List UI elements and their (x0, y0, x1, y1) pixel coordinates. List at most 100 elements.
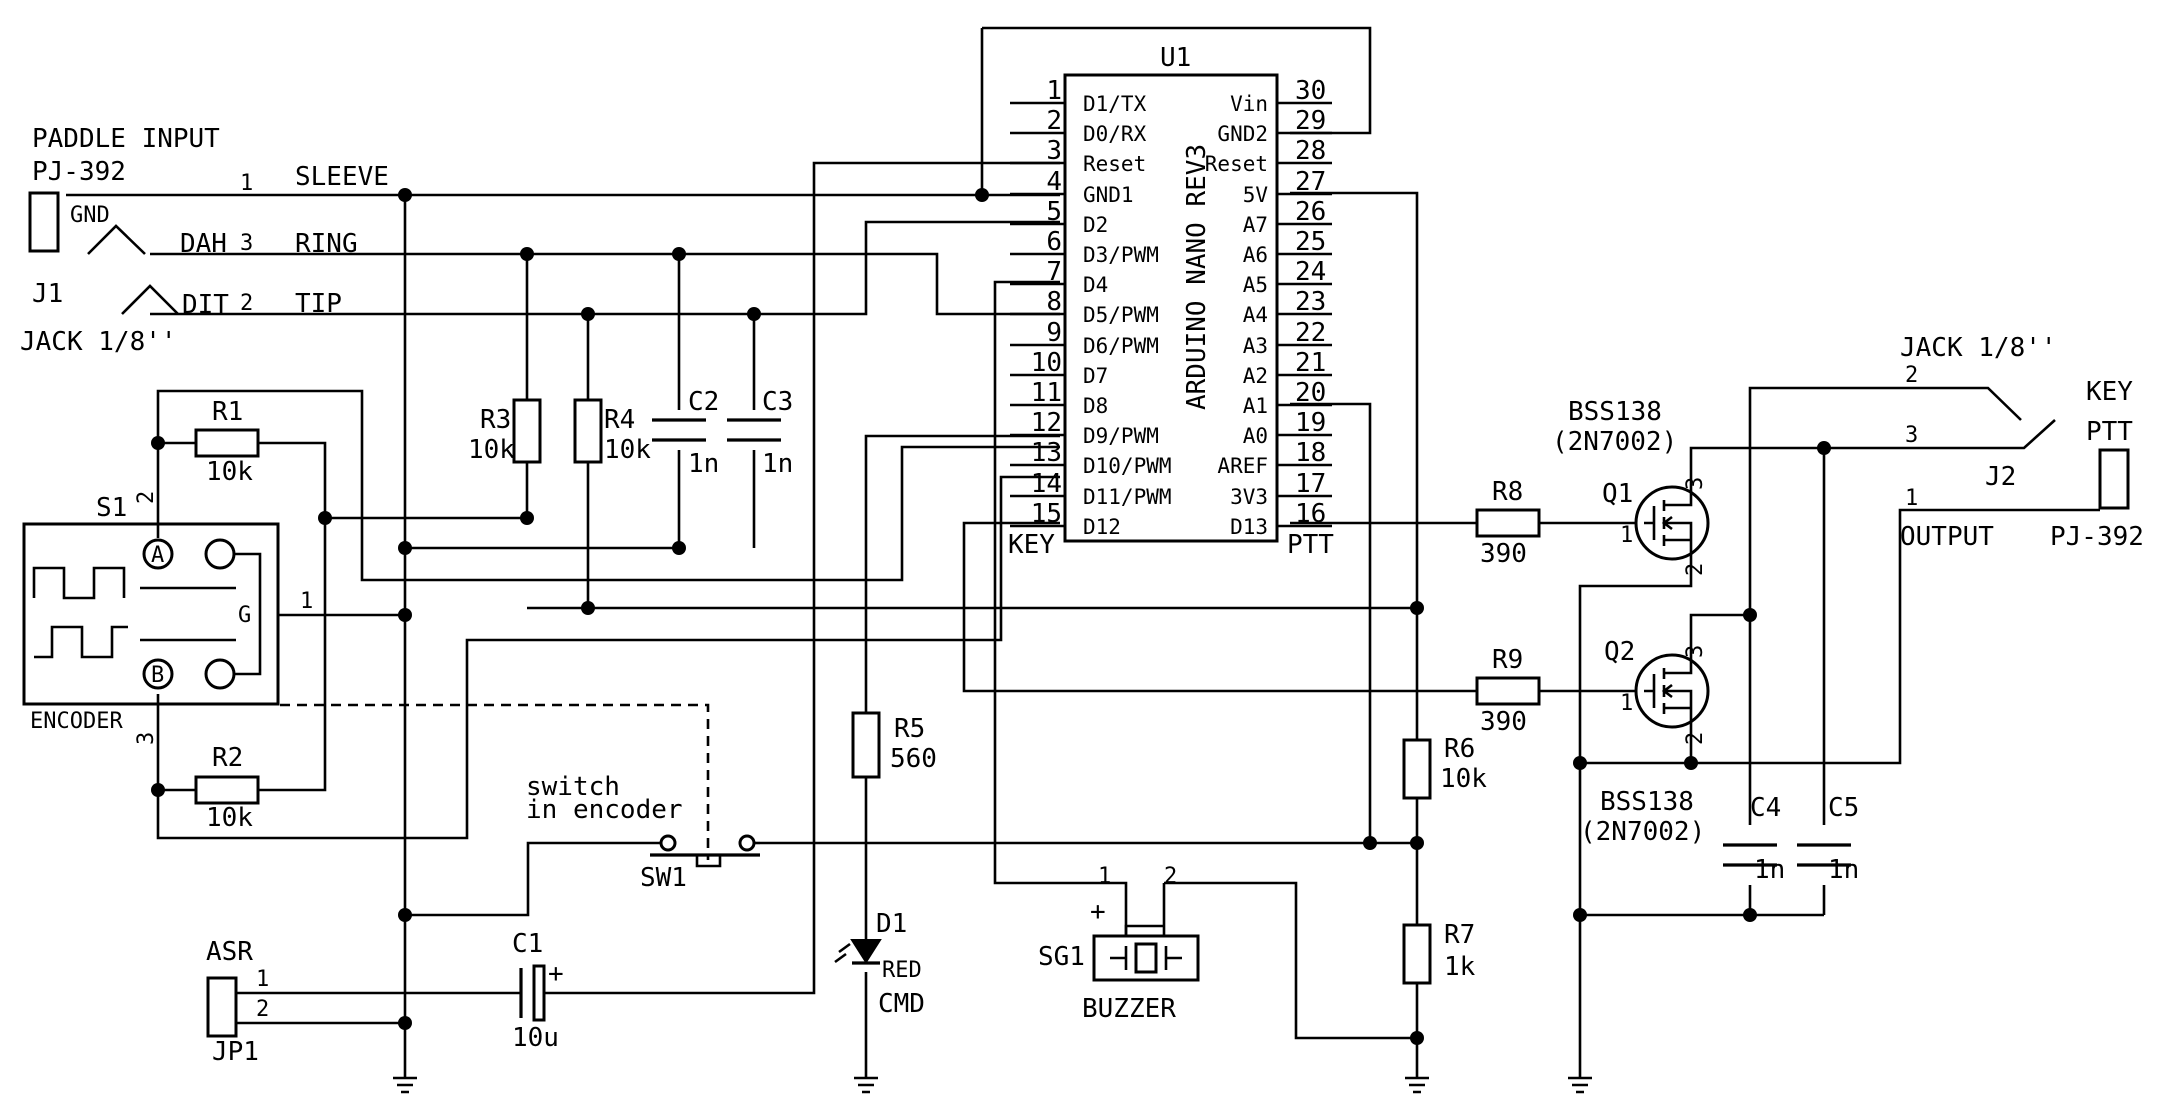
j1-ring: RING (295, 229, 358, 259)
c1-plate-positive (532, 964, 546, 1022)
u1-pin-label: Vin (1230, 92, 1268, 116)
u1-pin-label: D10/PWM (1083, 454, 1172, 478)
j1-title: PADDLE INPUT (32, 124, 220, 154)
j1-pin3: 3 (240, 231, 253, 256)
q2-alt: (2N7002) (1580, 817, 1705, 847)
u1-pin-label: A7 (1243, 213, 1268, 237)
u1-pin-label: D1/TX (1083, 92, 1147, 116)
q1-symbol (1644, 476, 1693, 570)
j1-paddle-jack: PADDLE INPUT PJ-392 GND DAH DIT 1 3 2 SL… (20, 124, 389, 357)
u1-pin-number: 17 (1295, 469, 1326, 499)
s1-pin-b: B (151, 663, 164, 688)
r2-value: 10k (206, 803, 253, 833)
s1-terminal-a (142, 538, 174, 570)
u1-pin-number: 5 (1046, 197, 1062, 227)
light-rays-icon (834, 942, 851, 964)
j2-ref: J2 (1985, 462, 2016, 492)
u1-ref: U1 (1160, 43, 1191, 73)
u1-pin-label: Reset (1083, 152, 1146, 176)
u1-pin-number: 16 (1295, 499, 1326, 529)
d1-ref: D1 (876, 909, 907, 939)
wires (66, 26, 2100, 1078)
c2-ref: C2 (688, 387, 719, 417)
u1-pin-number: 23 (1295, 287, 1326, 317)
r4: R4 10k (573, 398, 651, 465)
u1-pin-number: 27 (1295, 167, 1326, 197)
u1-pin-label: D11/PWM (1083, 485, 1172, 509)
u1-pin-label: D5/PWM (1083, 303, 1159, 327)
j1-part: PJ-392 (32, 157, 126, 187)
sg1-buzzer: 1 2 + SG1 BUZZER (1038, 864, 1200, 1024)
sg1-pin2: 2 (1164, 864, 1177, 889)
q2-ref: Q2 (1604, 637, 1635, 667)
r9-value: 390 (1480, 707, 1527, 737)
c4-value: 1n (1754, 855, 1785, 885)
q1-alt: (2N7002) (1552, 427, 1677, 457)
u1-pin-number: 11 (1031, 378, 1062, 408)
u1-body (1063, 73, 1279, 543)
u1-pin-number: 4 (1046, 167, 1062, 197)
r1-ref: R1 (212, 397, 243, 427)
u1-pin-label: 3V3 (1230, 485, 1268, 509)
s1-contacts (140, 586, 236, 642)
j1-ref: J1 (32, 279, 63, 309)
s1-waveform-b (34, 625, 128, 659)
r6: R6 10k (1402, 734, 1487, 800)
resistors: R1 10k R2 10k R3 10k R4 10k R5 560 R6 10… (194, 397, 1541, 985)
u1-right-pins: 30Vin29GND228Reset275V26A725A624A523A422… (1205, 76, 1332, 539)
sw1-note-line2: in encoder (526, 795, 683, 825)
u1-pin-label: Reset (1205, 152, 1268, 176)
ground-icon (1405, 1076, 1429, 1094)
u1-pin-number: 29 (1295, 106, 1326, 136)
u1-pin-number: 14 (1031, 469, 1062, 499)
c3-value: 1n (762, 449, 793, 479)
u1-pin-label: D4 (1083, 273, 1108, 297)
q2-pin1: 1 (1620, 691, 1633, 716)
r2-ref: R2 (212, 743, 243, 773)
u1-pin-label: A6 (1243, 243, 1268, 267)
j2-pin2: 2 (1905, 363, 1918, 388)
c5-ref: C5 (1828, 793, 1859, 823)
s1-waveform-a (32, 566, 126, 600)
q2-pin3: 3 (1683, 645, 1708, 658)
u1-pin-label: A2 (1243, 364, 1268, 388)
u1-pin-number: 30 (1295, 76, 1326, 106)
u1-pin-label: A0 (1243, 424, 1268, 448)
u1-pin-number: 19 (1295, 408, 1326, 438)
u1-pin-number: 24 (1295, 257, 1326, 287)
j1-tip-contact (121, 284, 179, 315)
j2-output: OUTPUT (1900, 522, 1994, 552)
s1-encoder: S1 ENCODER A B G 1 2 3 (22, 443, 313, 790)
u1-pin-label: 5V (1243, 183, 1269, 207)
s1-pin-g: G (238, 603, 251, 628)
resistor-body (512, 398, 542, 464)
resistor-body (1475, 508, 1541, 538)
u1-pin-number: 21 (1295, 348, 1326, 378)
sg1-ref: SG1 (1038, 942, 1085, 972)
q2-pin2: 2 (1683, 732, 1708, 745)
u1-pin-label: D12 (1083, 515, 1121, 539)
u1-pin-label: D7 (1083, 364, 1108, 388)
s1-ref: S1 (96, 493, 127, 523)
u1-pin-label: D8 (1083, 394, 1108, 418)
s1-terminal-g2 (204, 658, 236, 690)
c1-ref: C1 (512, 929, 543, 959)
r8: R8 390 (1475, 477, 1541, 569)
j1-sleeve-body (28, 191, 60, 253)
r7: R7 1k (1402, 920, 1476, 985)
jp1-pin1: 1 (256, 967, 269, 992)
r9: R9 390 (1475, 645, 1541, 737)
u1-pin-number: 9 (1046, 318, 1062, 348)
sg1-name: BUZZER (1082, 994, 1176, 1024)
s1-g-bus (234, 552, 262, 676)
u1-pin-number: 25 (1295, 227, 1326, 257)
q1-part: BSS138 (1568, 397, 1662, 427)
c4: C4 1n (1723, 793, 1785, 885)
u1-ptt-label: PTT (1287, 530, 1334, 560)
sg1-plus: + (1090, 897, 1106, 927)
capacitors: C2 1n C3 1n C1 + 10u C4 1n C5 1n (512, 387, 1859, 1053)
q1-mosfet: BSS138 (2N7002) Q1 1 2 3 (1552, 397, 1710, 576)
